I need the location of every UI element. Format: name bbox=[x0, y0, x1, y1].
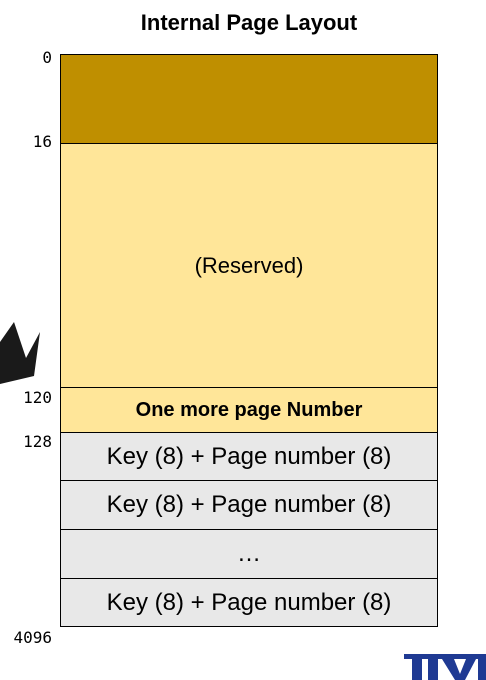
key-page-entry-1: Key (8) + Page number (8) bbox=[60, 432, 438, 481]
logo-stem-2 bbox=[428, 659, 438, 680]
offset-label-16: 16 bbox=[32, 132, 52, 151]
offset-label-0: 0 bbox=[42, 48, 52, 67]
one-more-page-number-block: One more page Number bbox=[60, 387, 438, 433]
arrow-icon bbox=[0, 322, 40, 384]
arrow-shape bbox=[0, 322, 40, 384]
logo-v-shape bbox=[442, 659, 476, 680]
key-page-entry-3: Key (8) + Page number (8) bbox=[60, 578, 438, 627]
offset-label-128: 128 bbox=[23, 432, 52, 451]
logo-stem-1 bbox=[412, 659, 422, 680]
page-header-block bbox=[60, 54, 438, 144]
logo-stem-3 bbox=[478, 659, 486, 680]
logo-icon bbox=[404, 654, 486, 680]
reserved-block: (Reserved) bbox=[60, 143, 438, 388]
ellipsis-block: … bbox=[60, 529, 438, 579]
offset-label-120: 120 bbox=[23, 388, 52, 407]
diagram-title: Internal Page Layout bbox=[140, 10, 358, 35]
offset-label-4096: 4096 bbox=[13, 628, 52, 647]
logo-bar-top bbox=[404, 654, 486, 659]
key-page-entry-2: Key (8) + Page number (8) bbox=[60, 480, 438, 530]
